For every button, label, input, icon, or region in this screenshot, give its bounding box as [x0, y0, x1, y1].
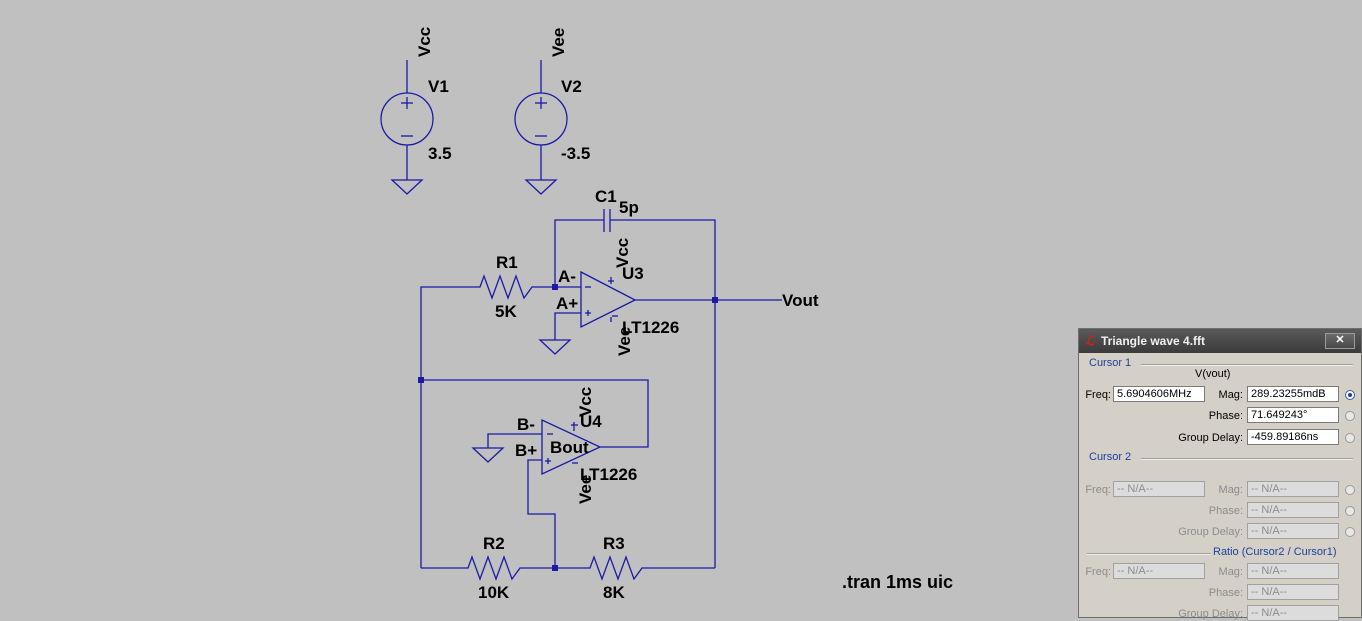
cursor2-heading: Cursor 2 — [1089, 451, 1132, 463]
u4-pin-plus-label: B+ — [515, 441, 537, 460]
ratio-phase-label: Phase: — [1208, 587, 1243, 599]
cursor1-gd-label: Group Delay: — [1178, 432, 1243, 444]
cursor2-phase-field[interactable]: -- N/A-- — [1247, 502, 1339, 518]
cursor1-trace: V(vout) — [1195, 368, 1231, 380]
cursor2-gd-radio[interactable] — [1345, 527, 1355, 537]
voltage-source-v1[interactable]: Vcc V1 3.5 — [380, 27, 452, 195]
v1-value-label: 3.5 — [428, 144, 452, 163]
junction-dot — [552, 565, 558, 571]
divider — [1087, 553, 1211, 555]
cursor2-phase-radio[interactable] — [1345, 506, 1355, 516]
cursor2-mag-label: Mag: — [1218, 484, 1243, 496]
u3-supply-neg-label: Vee — [615, 327, 634, 356]
u4-supply-neg-label: Vee — [576, 475, 595, 504]
v2-value-label: -3.5 — [561, 144, 590, 163]
opamp-u4[interactable]: B- B+ Bout Vcc Vee U4 LT1226 — [471, 387, 637, 568]
junction-dot — [552, 284, 558, 290]
ground-symbol — [390, 179, 424, 195]
capacitor-c1[interactable]: C1 5p — [554, 187, 716, 300]
close-button[interactable]: ✕ — [1325, 333, 1355, 349]
divider — [1141, 364, 1353, 366]
dialog-title: Triangle wave 4.fft — [1101, 334, 1206, 348]
cursor2-freq-label: Freq: — [1085, 484, 1111, 496]
cursor2-gd-label: Group Delay: — [1178, 526, 1243, 538]
cursor2-mag-field[interactable]: -- N/A-- — [1247, 481, 1339, 497]
v2-net-label: Vee — [549, 28, 568, 57]
r1-value-label: 5K — [495, 302, 517, 321]
voltage-source-v2[interactable]: Vee V2 -3.5 — [514, 28, 590, 195]
cursor1-mag-radio[interactable] — [1345, 390, 1355, 400]
ratio-mag-field[interactable]: -- N/A-- — [1247, 563, 1339, 579]
ground-symbol — [524, 179, 558, 195]
ltspice-app-icon: ℒ — [1085, 333, 1095, 348]
u3-supply-pos-label: Vcc — [613, 238, 632, 268]
resistor-r1[interactable]: R1 5K — [420, 253, 555, 380]
cursor-dialog: ℒ Triangle wave 4.fft ✕ Cursor 1 V(vout)… — [1078, 328, 1362, 621]
v1-net-label: Vcc — [415, 27, 434, 57]
cursor1-freq-field[interactable]: 5.6904606MHz — [1113, 386, 1205, 402]
u3-pin-plus-label: A+ — [556, 294, 578, 313]
feedback-wire — [421, 379, 649, 448]
cursor1-mag-label: Mag: — [1218, 389, 1243, 401]
junction-dot — [712, 297, 718, 303]
cursor1-phase-field[interactable]: 71.649243° — [1247, 407, 1339, 423]
divider — [1141, 458, 1353, 460]
cursor1-mag-field[interactable]: 289.23255mdB — [1247, 386, 1339, 402]
r3-name-label: R3 — [603, 534, 625, 553]
c1-value-label: 5p — [619, 198, 639, 217]
cursor1-phase-radio[interactable] — [1345, 411, 1355, 421]
vout-net-label: Vout — [782, 291, 819, 310]
opamp-u3[interactable]: A- A+ Vcc Vee U3 LT1226 Vout — [538, 238, 819, 356]
ratio-gd-field[interactable]: -- N/A-- — [1247, 605, 1339, 621]
v1-name-label: V1 — [428, 77, 449, 96]
ratio-gd-label: Group Delay: — [1178, 608, 1243, 620]
u3-pin-minus-label: A- — [558, 267, 576, 286]
cursor2-mag-radio[interactable] — [1345, 485, 1355, 495]
ratio-mag-label: Mag: — [1218, 566, 1243, 578]
u4-output-label: Bout — [550, 438, 589, 457]
ratio-phase-field[interactable]: -- N/A-- — [1247, 584, 1339, 600]
r3-value-label: 8K — [603, 583, 625, 602]
u4-supply-pos-label: Vcc — [576, 387, 595, 417]
dialog-titlebar[interactable]: ℒ Triangle wave 4.fft ✕ — [1079, 329, 1361, 353]
u3-model-label: LT1226 — [622, 318, 679, 337]
cursor1-heading: Cursor 1 — [1089, 357, 1132, 369]
spice-directive[interactable]: .tran 1ms uic — [842, 572, 953, 592]
u4-model-label: LT1226 — [580, 465, 637, 484]
r2-name-label: R2 — [483, 534, 505, 553]
v2-name-label: V2 — [561, 77, 582, 96]
junction-dot — [418, 377, 424, 383]
cursor1-phase-label: Phase: — [1208, 410, 1243, 422]
u3-name-label: U3 — [622, 264, 644, 283]
ratio-heading: Ratio (Cursor2 / Cursor1) — [1213, 546, 1337, 558]
r2-value-label: 10K — [478, 583, 510, 602]
ratio-freq-label: Freq: — [1085, 566, 1111, 578]
cursor1-gd-field[interactable]: -459.89186ns — [1247, 429, 1339, 445]
c1-name-label: C1 — [595, 187, 617, 206]
cursor1-freq-label: Freq: — [1085, 389, 1111, 401]
resistor-r2[interactable]: R2 10K — [421, 534, 555, 602]
cursor2-phase-label: Phase: — [1208, 505, 1243, 517]
u4-name-label: U4 — [580, 412, 602, 431]
ground-symbol — [471, 447, 505, 463]
u4-pin-minus-label: B- — [517, 415, 535, 434]
r1-name-label: R1 — [496, 253, 518, 272]
resistor-r3[interactable]: R3 8K — [555, 534, 715, 602]
cursor2-freq-field[interactable]: -- N/A-- — [1113, 481, 1205, 497]
cursor1-gd-radio[interactable] — [1345, 433, 1355, 443]
ground-symbol — [538, 339, 572, 355]
cursor2-gd-field[interactable]: -- N/A-- — [1247, 523, 1339, 539]
ratio-freq-field[interactable]: -- N/A-- — [1113, 563, 1205, 579]
